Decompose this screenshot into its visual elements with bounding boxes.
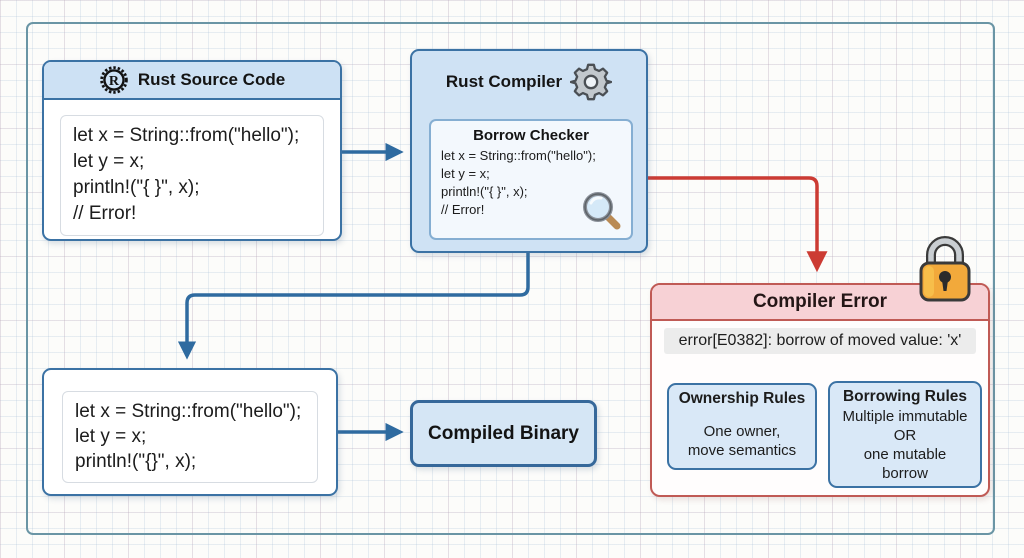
compiler-error-header: Compiler Error [652,285,988,321]
source-code-snippet: let x = String::from("hello"); let y = x… [60,115,324,236]
error-message: error[E0382]: borrow of moved value: 'x' [664,328,976,354]
rule-line: One owner, [703,423,781,440]
compiler-error-title: Compiler Error [752,291,888,312]
compiled-binary-box: Compiled Binary [410,400,597,467]
gear-icon [570,63,613,101]
compiler-box-title: Rust Compiler [445,72,563,91]
rust-source-code-box: R Rust Source Code let x = String::from(… [42,60,342,241]
svg-text:R: R [109,73,120,89]
code-line: println!("{ }", x); [73,177,200,198]
ownership-rules-title: Ownership Rules [678,390,806,407]
ownership-rules-box: Ownership Rules One owner, move semantic… [667,383,817,470]
code-line: let x = String::from("hello"); [75,401,302,422]
source-box-title: Rust Source Code [137,70,286,89]
code-line: let y = x; [441,166,490,181]
borrow-checker-title: Borrow Checker [473,127,589,144]
final-code-box: let x = String::from("hello"); let y = x… [42,368,338,496]
borrow-checker-box: Borrow Checker let x = String::from("hel… [429,119,633,240]
rule-line: one mutable [863,446,947,463]
code-line: // Error! [73,203,137,224]
rule-line: OR [893,427,917,444]
rust-compiler-box: Rust Compiler Borrow Checker let x = Str… [410,49,648,253]
borrowing-rules-box: Borrowing Rules Multiple immutable OR on… [828,381,982,488]
rust-source-code-header: R Rust Source Code [44,62,340,100]
rust-compiler-header: Rust Compiler [412,51,646,113]
rule-line: Multiple immutable [842,408,968,425]
code-line: // Error! [441,202,485,217]
code-line: let x = String::from("hello"); [73,125,300,146]
rule-line: move semantics [687,442,797,459]
borrowing-rules-title: Borrowing Rules [842,388,967,405]
lock-icon [919,236,971,302]
borrow-checker-code: let x = String::from("hello"); let y = x… [431,144,631,219]
code-line: let y = x; [75,426,147,447]
magnifying-glass-icon [583,192,621,230]
final-code-snippet: let x = String::from("hello"); let y = x… [62,391,318,483]
ownership-rules-text: One owner, move semantics [669,422,815,460]
code-line: println!("{ }", x); [441,184,528,199]
rule-line: borrow [882,465,928,482]
rust-logo-icon: R [100,66,128,94]
borrowing-rules-text: Multiple immutable OR one mutable borrow [830,407,980,483]
code-line: let y = x; [73,151,145,172]
code-line: println!("{}", x); [75,451,197,472]
compiled-binary-title: Compiled Binary [428,422,579,444]
diagram-outer-frame [26,22,995,535]
code-line: let x = String::from("hello"); [441,148,596,163]
